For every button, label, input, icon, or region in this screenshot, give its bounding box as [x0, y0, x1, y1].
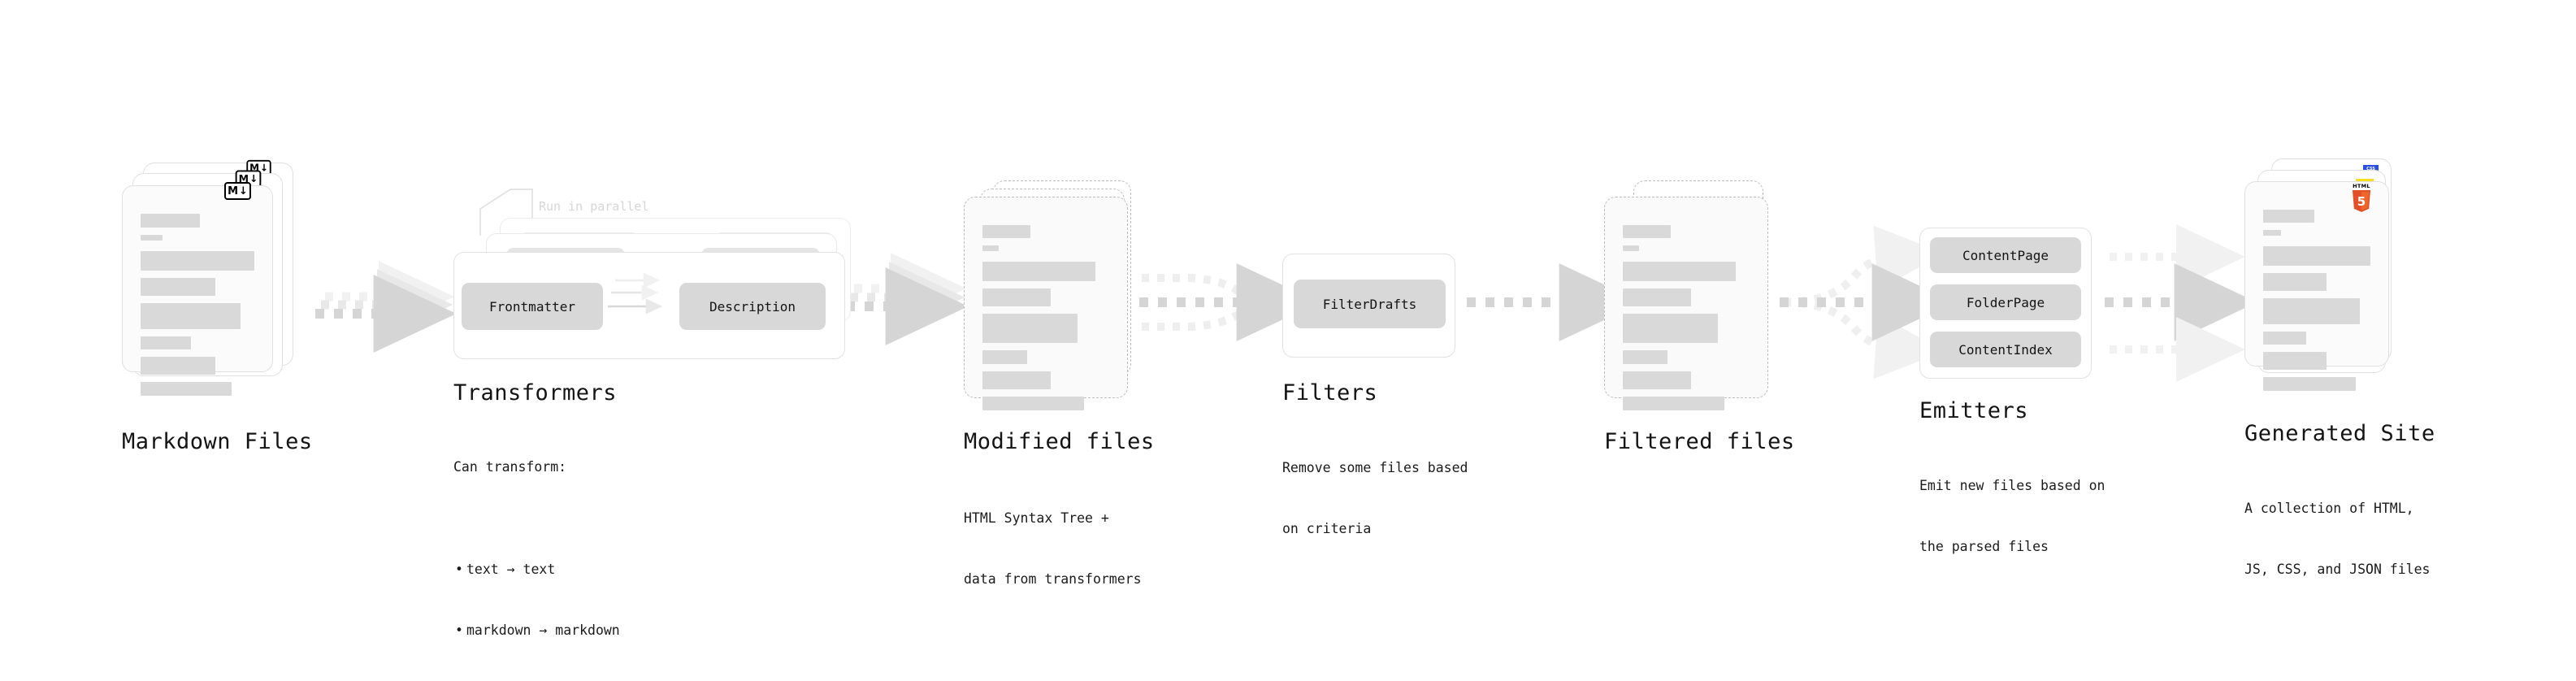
transformers-description: Can transform: text → text markdown → ma…	[453, 416, 620, 681]
filters-desc-line: Remove some files based	[1282, 460, 1468, 476]
markdown-files-title: Markdown Files	[122, 429, 313, 454]
connector-emitters-to-site	[2105, 224, 2257, 382]
emitter-node-contentpage[interactable]: ContentPage	[1930, 237, 2081, 273]
markdown-icon-arrow: ↓	[259, 163, 268, 174]
html5-icon-word: HTML	[2353, 183, 2370, 189]
markdown-icon-letter: M	[249, 163, 259, 174]
markdown-card-content-lines	[141, 214, 254, 403]
run-in-parallel-label: Run in parallel	[539, 199, 649, 214]
emitters-description: Emit new files based on the parsed files	[1919, 435, 2105, 598]
connector-filtered-to-emitters	[1780, 225, 1955, 380]
site-card-front	[2244, 181, 2389, 391]
transformer-node-description[interactable]: Description	[679, 283, 826, 330]
markdown-icon-letter: M	[238, 172, 249, 185]
generated-site-stack: CSS HTML 5	[2244, 158, 2439, 419]
transformers-desc-list: text → text markdown → markdown html → h…	[453, 518, 620, 681]
markdown-card-front	[122, 185, 273, 396]
filtered-card-content-lines	[1623, 225, 1750, 418]
filters-title: Filters	[1282, 380, 1378, 406]
generated-site-desc-line: A collection of HTML,	[2244, 501, 2414, 517]
markdown-icon-arrow: ↓	[249, 172, 258, 185]
transformer-node-frontmatter[interactable]: Frontmatter	[462, 283, 603, 330]
filters-description: Remove some files based on criteria	[1282, 417, 1468, 580]
markdown-icon-letter: M	[228, 184, 239, 197]
modified-card-front	[964, 197, 1128, 410]
filtered-card-front	[1604, 197, 1768, 410]
markdown-icon: M ↓	[224, 182, 251, 200]
generated-site-description: A collection of HTML, JS, CSS, and JSON …	[2244, 458, 2430, 621]
emitters-desc-line: Emit new files based on	[1919, 478, 2105, 494]
emitters-desc-line: the parsed files	[1919, 539, 2049, 555]
modified-files-description: HTML Syntax Tree + data from transformer…	[964, 467, 1142, 631]
filtered-files-stack	[1604, 180, 1791, 432]
transformers-desc-item: markdown → markdown	[455, 620, 620, 640]
modified-files-stack	[964, 180, 1151, 432]
svg-text:5: 5	[2357, 194, 2366, 209]
filter-node-filterdrafts[interactable]: FilterDrafts	[1294, 280, 1446, 328]
css-icon-label: CSS	[2366, 166, 2375, 171]
filters-desc-line: on criteria	[1282, 521, 1372, 537]
transformers-desc-intro: Can transform:	[453, 459, 567, 475]
modified-files-desc-line: data from transformers	[964, 571, 1142, 588]
modified-files-desc-line: HTML Syntax Tree +	[964, 510, 1109, 527]
transformers-desc-item: text → text	[455, 559, 620, 579]
transformers-title: Transformers	[453, 380, 618, 406]
emitter-node-contentindex[interactable]: ContentIndex	[1930, 332, 2081, 367]
html5-icon: HTML 5	[2351, 184, 2372, 212]
emitters-title: Emitters	[1919, 398, 2029, 423]
modified-files-title: Modified files	[964, 429, 1155, 454]
markdown-files-stack: M ↓ M ↓ M ↓	[122, 159, 309, 414]
emitter-node-folderpage[interactable]: FolderPage	[1930, 284, 2081, 320]
connector-markdown-to-transformers	[315, 261, 457, 353]
markdown-icon-arrow: ↓	[239, 184, 248, 197]
modified-card-content-lines	[982, 225, 1109, 418]
site-card-content-lines	[2263, 210, 2370, 398]
filtered-files-title: Filtered files	[1604, 429, 1795, 454]
generated-site-title: Generated Site	[2244, 421, 2435, 446]
connector-modified-to-filters	[1139, 263, 1320, 341]
generated-site-desc-line: JS, CSS, and JSON files	[2244, 562, 2431, 578]
css-icon: CSS	[2363, 165, 2379, 173]
